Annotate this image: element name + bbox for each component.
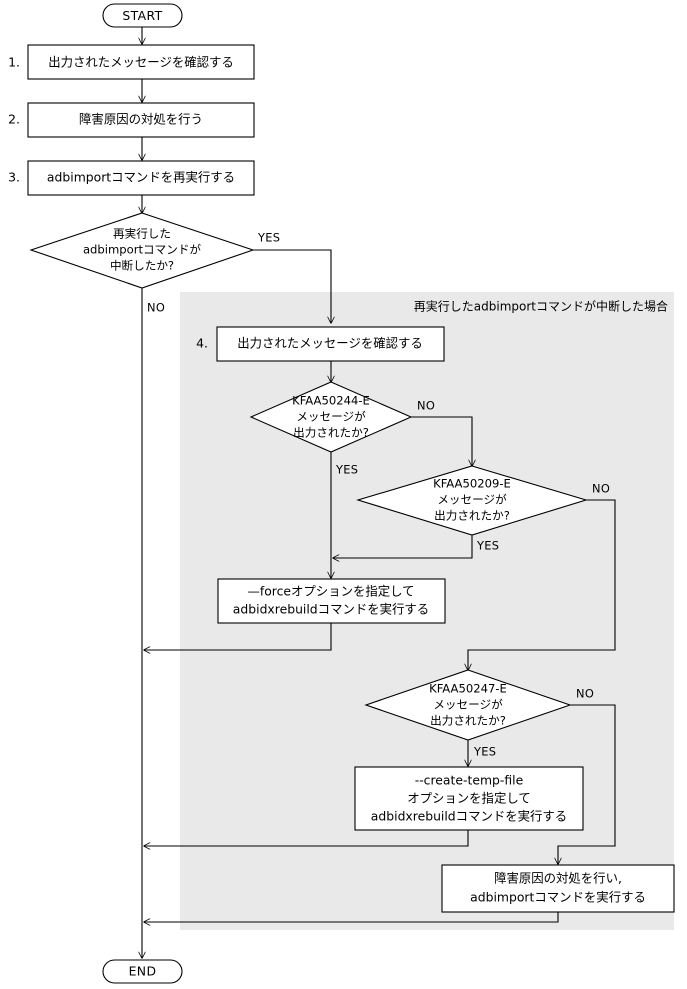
process-box-handle-cause bbox=[27, 102, 255, 138]
branch-label-interrupted-no: NO bbox=[147, 301, 165, 315]
decision-50244-line2: メッセージが bbox=[296, 410, 366, 424]
process-box-handle-and-run bbox=[441, 864, 675, 913]
start-terminator bbox=[102, 3, 183, 28]
decision-diamond-50209 bbox=[356, 465, 588, 536]
decision-50247-line3: 出力されたか? bbox=[430, 714, 506, 728]
connector-50247-no-to-handle-box bbox=[558, 704, 616, 864]
process-box-force-rebuild bbox=[217, 578, 446, 624]
step-number-2: 2. bbox=[8, 112, 20, 127]
connector-50244-no-to-decision-50209 bbox=[411, 416, 472, 466]
process-box-check-message-4 bbox=[216, 326, 445, 362]
process-label-handle-cause: 障害原因の対処を行う bbox=[79, 112, 203, 127]
decision-50247-line1: KFAA50247-E bbox=[429, 682, 507, 696]
connector-50209-no-to-decision-50247 bbox=[468, 499, 616, 670]
branch-label-50244-yes: YES bbox=[335, 463, 358, 477]
process-label-force-rebuild-line1: —forceオプションを指定して bbox=[247, 584, 414, 599]
step-number-3: 3. bbox=[8, 170, 20, 185]
decision-interrupted-line2: adbimportコマンドが bbox=[83, 243, 201, 257]
branch-label-interrupted-yes: YES bbox=[257, 231, 280, 245]
decision-interrupted-line1: 再実行した bbox=[113, 227, 171, 241]
decision-diamond-interrupted bbox=[29, 212, 255, 289]
highlight-region-caption: 再実行したadbimportコマンドが中断した場合 bbox=[414, 299, 668, 314]
connector-50209-yes-to-merge bbox=[333, 535, 473, 558]
process-label-create-temp-line2: オプションを指定して bbox=[407, 791, 531, 806]
process-label-check-message-4: 出力されたメッセージを確認する bbox=[237, 336, 423, 351]
step-number-4: 4. bbox=[196, 336, 208, 351]
branch-label-50244-no: NO bbox=[417, 399, 435, 413]
process-box-check-message-1 bbox=[27, 44, 255, 80]
decision-50209-line3: 出力されたか? bbox=[434, 509, 510, 523]
connector-handle-box-to-spine bbox=[144, 912, 559, 922]
process-label-create-temp-line1: --create-temp-file bbox=[415, 773, 524, 788]
connector-force-box-to-spine bbox=[144, 623, 332, 650]
process-label-create-temp-line3: adbidxrebuildコマンドを実行する bbox=[371, 809, 567, 824]
decision-50209-line2: メッセージが bbox=[437, 493, 507, 507]
process-label-rerun-adbimport: adbimportコマンドを再実行する bbox=[47, 170, 235, 185]
decision-50244-line3: 出力されたか? bbox=[293, 426, 369, 440]
branch-label-50209-no: NO bbox=[592, 482, 610, 496]
decision-50209-line1: KFAA50209-E bbox=[433, 477, 511, 491]
branch-label-50247-no: NO bbox=[576, 687, 594, 701]
connector-create-temp-to-spine bbox=[144, 830, 469, 846]
decision-50244-line1: KFAA50244-E bbox=[292, 394, 370, 408]
decision-diamond-50244 bbox=[249, 381, 413, 453]
process-label-handle-and-run-line2: adbimportコマンドを実行する bbox=[470, 890, 646, 905]
process-label-check-message-1: 出力されたメッセージを確認する bbox=[48, 55, 234, 70]
process-box-create-temp-file bbox=[354, 766, 584, 831]
process-box-rerun-adbimport bbox=[27, 160, 255, 196]
decision-50247-line2: メッセージが bbox=[433, 698, 503, 712]
decision-diamond-50247 bbox=[364, 669, 572, 741]
branch-label-50209-yes: YES bbox=[476, 539, 499, 553]
process-label-force-rebuild-line2: adbidxrebuildコマンドを実行する bbox=[233, 602, 429, 617]
step-number-1: 1. bbox=[8, 55, 20, 70]
end-terminator bbox=[102, 959, 183, 984]
branch-label-50247-yes: YES bbox=[473, 745, 496, 759]
connector-interrupted-yes-to-step4 bbox=[253, 249, 331, 323]
process-label-handle-and-run-line1: 障害原因の対処を行い, bbox=[494, 871, 622, 886]
decision-interrupted-line3: 中断したか? bbox=[110, 259, 174, 273]
start-terminator-label: START bbox=[122, 8, 162, 23]
end-terminator-label: END bbox=[129, 964, 157, 979]
